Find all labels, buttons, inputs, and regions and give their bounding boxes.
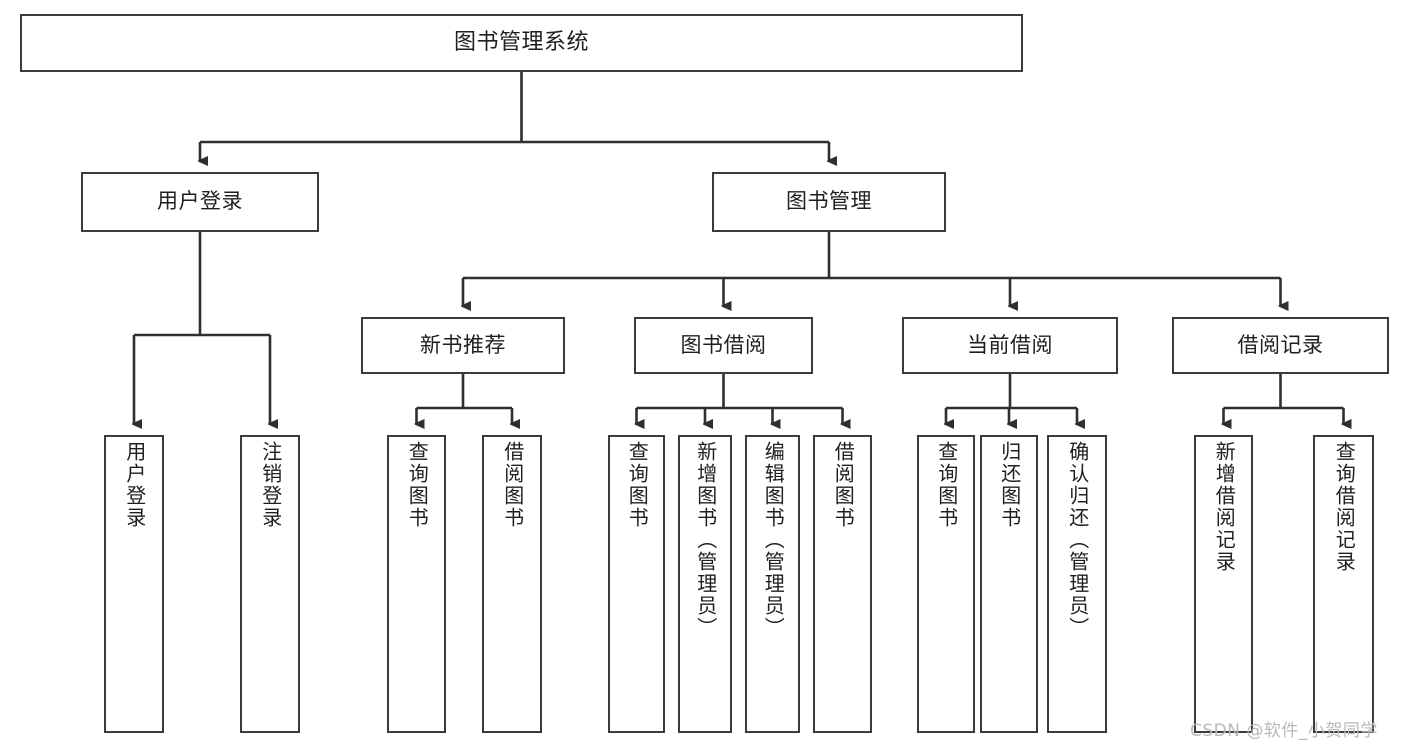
node-book-borrow-label: 图书借阅 bbox=[680, 332, 767, 357]
node-root-label: 图书管理系统 bbox=[453, 29, 589, 55]
leaf-current-query-book-label: 查询图书 bbox=[934, 441, 959, 529]
node-user-login[interactable]: 用户登录 bbox=[81, 172, 319, 232]
node-current-borrow-label: 当前借阅 bbox=[967, 332, 1053, 357]
node-book-borrow[interactable]: 图书借阅 bbox=[634, 317, 813, 374]
leaf-user-login[interactable]: 用户登录 bbox=[104, 435, 164, 733]
leaf-newbook-borrow-book-label: 借阅图书 bbox=[500, 441, 525, 529]
leaf-borrow-edit-book-label: 编辑图书（管理员） bbox=[761, 441, 786, 639]
node-root[interactable]: 图书管理系统 bbox=[20, 14, 1023, 72]
node-current-borrow[interactable]: 当前借阅 bbox=[902, 317, 1118, 374]
leaf-newbook-query-book-label: 查询图书 bbox=[405, 441, 430, 529]
leaf-user-login-label: 用户登录 bbox=[122, 441, 147, 529]
leaf-records-add-record-label: 新增借阅记录 bbox=[1212, 441, 1237, 573]
node-borrow-records-label: 借阅记录 bbox=[1237, 332, 1324, 357]
leaf-current-confirm-return-label: 确认归还（管理员） bbox=[1065, 441, 1090, 639]
node-new-book-recommend-label: 新书推荐 bbox=[420, 332, 506, 357]
node-new-book-recommend[interactable]: 新书推荐 bbox=[361, 317, 565, 374]
leaf-current-return-book-label: 归还图书 bbox=[997, 441, 1022, 529]
leaf-current-return-book[interactable]: 归还图书 bbox=[980, 435, 1038, 733]
leaf-current-query-book[interactable]: 查询图书 bbox=[917, 435, 975, 733]
leaf-current-confirm-return[interactable]: 确认归还（管理员） bbox=[1047, 435, 1107, 733]
leaf-borrow-add-book[interactable]: 新增图书（管理员） bbox=[678, 435, 732, 733]
csdn-watermark: CSDN @软件_小贺同学 bbox=[1190, 721, 1378, 741]
node-book-management-label: 图书管理 bbox=[786, 189, 872, 214]
leaf-records-query-record[interactable]: 查询借阅记录 bbox=[1313, 435, 1374, 733]
node-book-management[interactable]: 图书管理 bbox=[712, 172, 946, 232]
node-user-login-label: 用户登录 bbox=[157, 189, 243, 214]
leaf-records-add-record[interactable]: 新增借阅记录 bbox=[1194, 435, 1253, 733]
leaf-records-query-record-label: 查询借阅记录 bbox=[1332, 441, 1357, 573]
leaf-user-logout-label: 注销登录 bbox=[258, 441, 283, 529]
leaf-borrow-query-book[interactable]: 查询图书 bbox=[608, 435, 665, 733]
leaf-user-logout[interactable]: 注销登录 bbox=[240, 435, 300, 733]
leaf-borrow-borrow-book[interactable]: 借阅图书 bbox=[813, 435, 872, 733]
leaf-newbook-query-book[interactable]: 查询图书 bbox=[387, 435, 446, 733]
leaf-borrow-borrow-book-label: 借阅图书 bbox=[831, 441, 856, 529]
node-borrow-records[interactable]: 借阅记录 bbox=[1172, 317, 1389, 374]
leaf-borrow-add-book-label: 新增图书（管理员） bbox=[693, 441, 718, 639]
leaf-borrow-edit-book[interactable]: 编辑图书（管理员） bbox=[745, 435, 800, 733]
leaf-newbook-borrow-book[interactable]: 借阅图书 bbox=[482, 435, 542, 733]
leaf-borrow-query-book-label: 查询图书 bbox=[625, 441, 650, 529]
